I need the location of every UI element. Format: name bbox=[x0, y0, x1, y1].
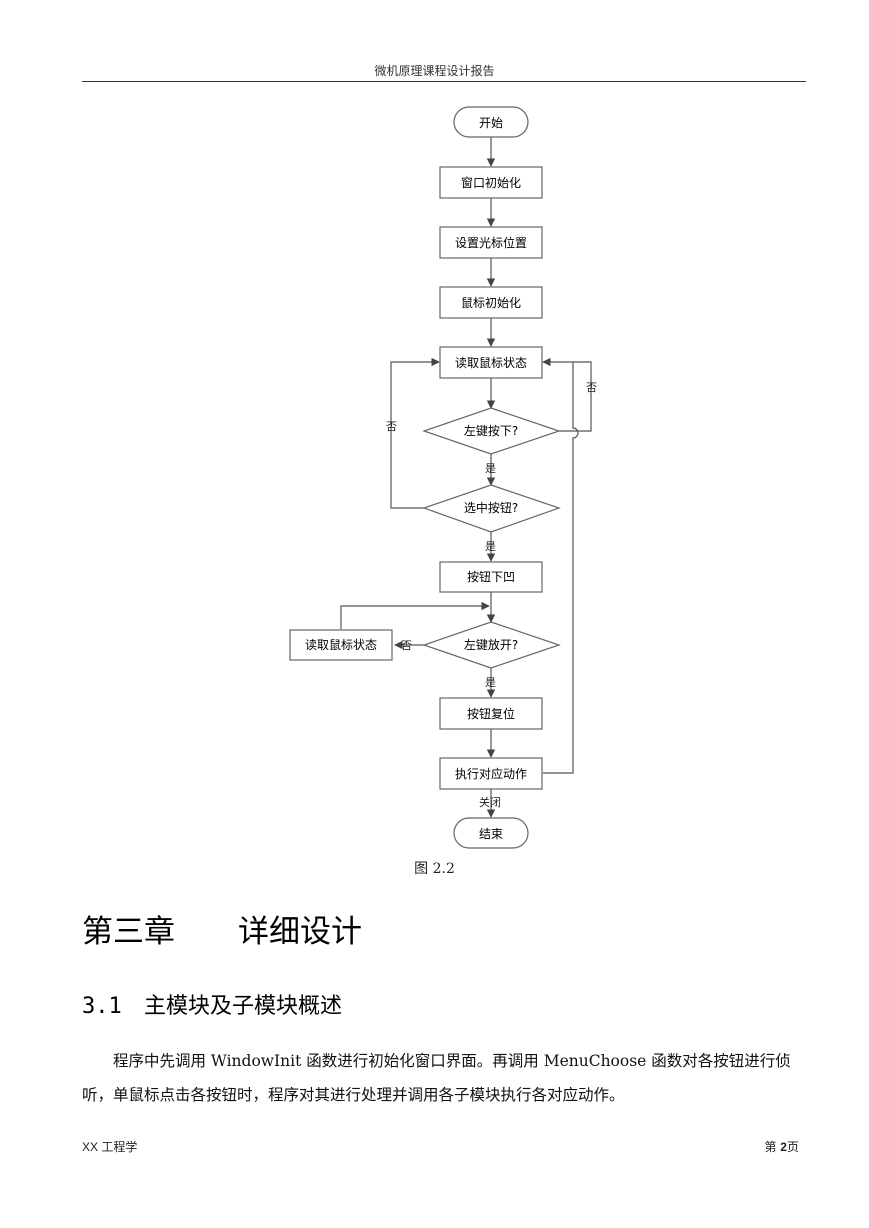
section-title: 主模块及子模块概述 bbox=[144, 994, 343, 1019]
svg-text:读取鼠标状态: 读取鼠标状态 bbox=[455, 356, 527, 370]
flowchart: 开始 结束 窗口初始化 设置光标位置 鼠标初始化 读取鼠标状态 按钮下凹 读取鼠… bbox=[289, 106, 597, 849]
svg-text:设置光标位置: 设置光标位置 bbox=[455, 235, 527, 250]
figure-caption: 图 2.2 bbox=[414, 861, 455, 877]
page-prefix: 第 bbox=[764, 1140, 781, 1154]
flow-read-mouse-side-box: 读取鼠标状态 bbox=[289, 629, 393, 661]
svg-text:开始: 开始 bbox=[479, 116, 503, 130]
svg-text:结束: 结束 bbox=[479, 827, 503, 841]
flow-execute-box: 执行对应动作 bbox=[439, 757, 543, 790]
flow-start-terminal: 开始 bbox=[453, 106, 529, 138]
header-rule bbox=[82, 81, 806, 82]
svg-text:选中按钮?: 选中按钮? bbox=[464, 500, 518, 515]
svg-text:左键放开?: 左键放开? bbox=[464, 637, 518, 652]
flow-left-released-decision: 左键放开? bbox=[422, 621, 561, 669]
footer-left: XX 工程学 bbox=[82, 1140, 138, 1154]
svg-text:读取鼠标状态: 读取鼠标状态 bbox=[305, 638, 377, 652]
chapter-number: 第三章 bbox=[82, 914, 175, 950]
label-yes-2: 是 bbox=[485, 540, 496, 553]
label-yes-1: 是 bbox=[485, 462, 496, 475]
flow-window-init-box: 窗口初始化 bbox=[439, 166, 543, 199]
svg-text:左键按下?: 左键按下? bbox=[464, 423, 518, 438]
page-number-value: 2 bbox=[780, 1140, 787, 1154]
svg-text:鼠标初始化: 鼠标初始化 bbox=[461, 296, 521, 310]
flow-mouse-init-box: 鼠标初始化 bbox=[439, 286, 543, 319]
flow-left-pressed-decision: 左键按下? bbox=[422, 407, 561, 455]
page-suffix: 页 bbox=[786, 1140, 799, 1154]
flow-read-mouse-box: 读取鼠标状态 bbox=[439, 346, 543, 379]
svg-text:按钮复位: 按钮复位 bbox=[467, 706, 515, 721]
chapter-heading: 第三章 详细设计 bbox=[82, 906, 362, 951]
label-no-side: 否 bbox=[401, 639, 412, 652]
body-paragraph: 程序中先调用 WindowInit 函数进行初始化窗口界面。再调用 MenuCh… bbox=[82, 1052, 791, 1104]
label-no-left: 否 bbox=[386, 420, 397, 433]
page-number: 第 2页 bbox=[764, 1138, 799, 1155]
section-heading: 3.1 主模块及子模块概述 bbox=[82, 988, 342, 1020]
flow-end-terminal: 结束 bbox=[453, 817, 529, 849]
chapter-title: 详细设计 bbox=[238, 914, 362, 950]
flow-button-down-box: 按钮下凹 bbox=[439, 561, 543, 593]
label-close: 关闭 bbox=[479, 795, 501, 809]
flow-button-selected-decision: 选中按钮? bbox=[422, 484, 561, 533]
label-no-right: 否 bbox=[586, 381, 597, 394]
flow-button-reset-box: 按钮复位 bbox=[439, 697, 543, 730]
section-number: 3.1 bbox=[82, 994, 122, 1019]
flow-set-cursor-box: 设置光标位置 bbox=[439, 226, 543, 259]
page-header: 微机原理课程设计报告 bbox=[374, 64, 495, 78]
svg-text:执行对应动作: 执行对应动作 bbox=[455, 766, 527, 781]
svg-text:按钮下凹: 按钮下凹 bbox=[467, 569, 515, 584]
label-yes-3: 是 bbox=[485, 676, 496, 689]
svg-text:窗口初始化: 窗口初始化 bbox=[461, 176, 521, 190]
